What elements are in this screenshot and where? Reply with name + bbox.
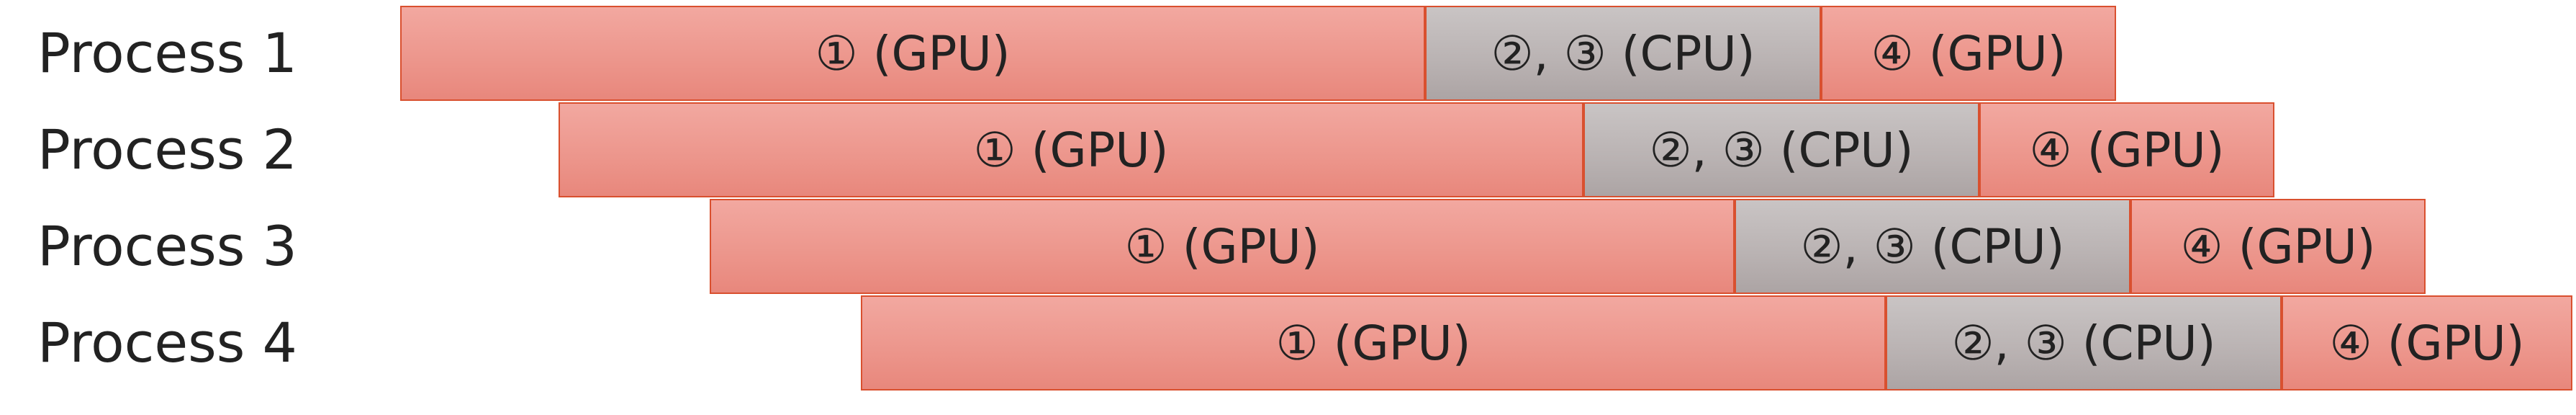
process-1-gpu-stage-4: ④ (GPU) — [1821, 6, 2116, 101]
process-4-cpu-stage-2-3: ②, ③ (CPU) — [1886, 295, 2282, 391]
row-label-process-4: Process 4 — [37, 311, 297, 375]
process-4-gpu-stage-1: ① (GPU) — [861, 295, 1886, 391]
row-label-process-1: Process 1 — [37, 21, 297, 85]
process-4-gpu-stage-4: ④ (GPU) — [2282, 295, 2572, 391]
process-3-cpu-stage-2-3: ②, ③ (CPU) — [1735, 199, 2130, 294]
process-1-gpu-stage-1: ① (GPU) — [400, 6, 1425, 101]
row-label-process-3: Process 3 — [37, 214, 297, 278]
process-1-cpu-stage-2-3: ②, ③ (CPU) — [1425, 6, 1821, 101]
process-3-gpu-stage-1: ① (GPU) — [710, 199, 1735, 294]
process-2-cpu-stage-2-3: ②, ③ (CPU) — [1583, 102, 1979, 197]
process-3-gpu-stage-4: ④ (GPU) — [2130, 199, 2426, 294]
process-2-gpu-stage-4: ④ (GPU) — [1979, 102, 2274, 197]
row-label-process-2: Process 2 — [37, 117, 297, 182]
process-2-gpu-stage-1: ① (GPU) — [559, 102, 1583, 197]
